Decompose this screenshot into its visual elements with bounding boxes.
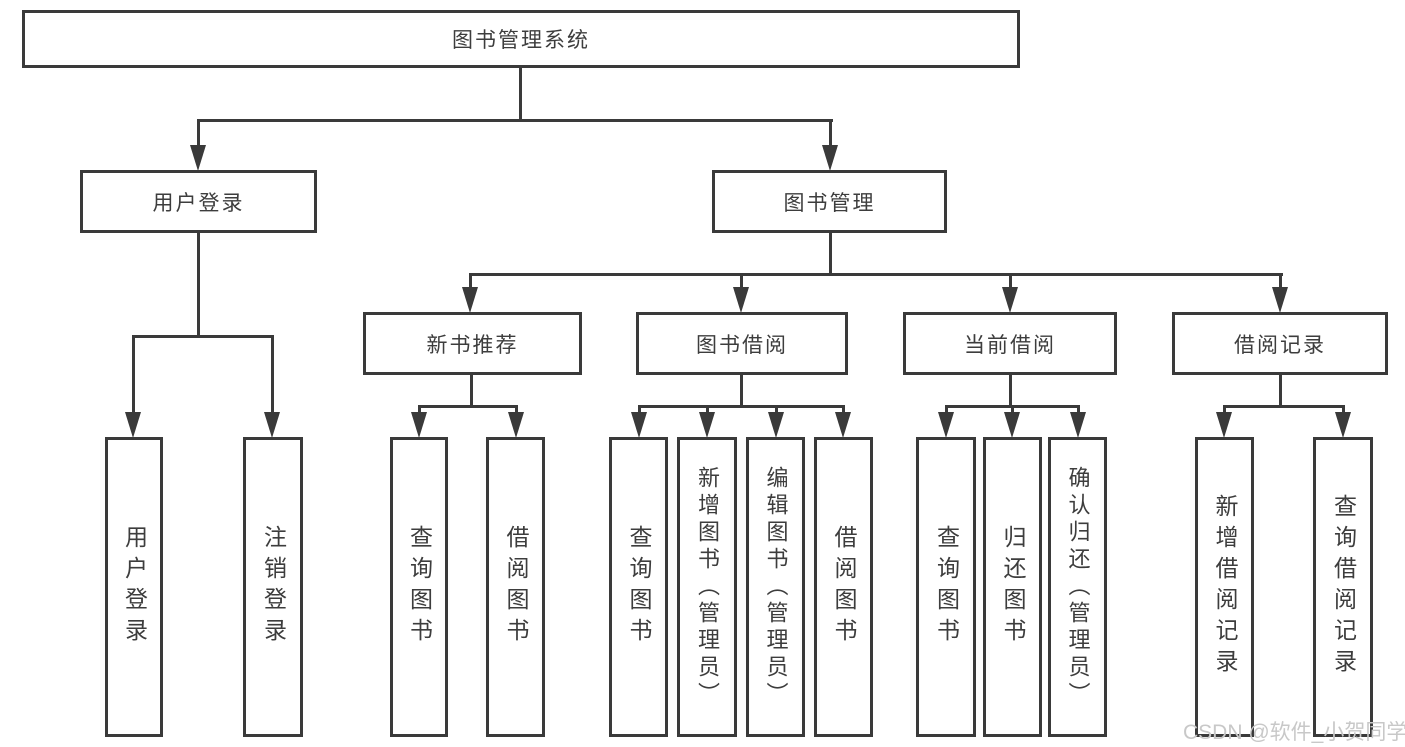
node-library-management-system: 图书管理系统 [22,10,1020,68]
arrow-book-management-icon [822,145,838,171]
arrow-leaf-user-login-icon [125,412,141,438]
arrow-new-book-icon [462,287,478,313]
leaf-br-add-record-label: 新增借阅记录 [1212,494,1238,680]
leaf-logout-login-label: 注销登录 [260,525,287,649]
leaf-cb-query-books: 查询图书 [916,437,976,737]
connector-book-borrow-bar [638,405,845,408]
leaf-br-query-record: 查询借阅记录 [1313,437,1373,737]
leaf-nb-query-books: 查询图书 [390,437,448,737]
leaf-cb-query-books-label: 查询图书 [933,525,960,649]
node-book-management-label: 图书管理 [783,191,876,215]
arrow-leaf-logout-icon [264,412,280,438]
leaf-nb-borrow-books: 借阅图书 [486,437,545,737]
connector-drop-br-query [1342,405,1345,415]
connector-book-management-stem [829,233,832,275]
connector-drop-user-login [197,119,200,149]
connector-root-stem [519,68,522,119]
arrow-current-borrow-icon [1002,287,1018,313]
watermark: CSDN @软件_小贺同学 [1183,721,1405,744]
arrow-bb-query-icon [631,412,647,438]
arrow-bb-edit-icon [768,412,784,438]
arrow-br-query-icon [1335,412,1351,438]
leaf-bb-query-books-label: 查询图书 [626,525,652,649]
leaf-br-query-record-label: 查询借阅记录 [1330,494,1357,680]
node-borrow-records-label: 借阅记录 [1234,333,1326,357]
arrow-borrow-records-icon [1272,287,1288,313]
leaf-bb-query-books: 查询图书 [609,437,668,737]
connector-borrow-records-stem [1279,375,1282,407]
connector-book-management-bar [469,273,1283,276]
leaf-logout-login: 注销登录 [243,437,303,737]
connector-drop-book-management [829,119,832,149]
connector-drop-br-add [1223,405,1226,415]
connector-user-login-stem [197,233,200,335]
node-book-borrowing: 图书借阅 [636,312,848,375]
arrow-bb-add-icon [699,412,715,438]
arrow-nb-query-icon [411,412,427,438]
node-borrow-records: 借阅记录 [1172,312,1388,375]
node-book-borrowing-label: 图书借阅 [696,333,788,357]
connector-drop-nb-borrow [515,405,518,415]
connector-drop-bb-add [706,405,709,415]
leaf-user-login: 用户登录 [105,437,163,737]
connector-new-book-stem [470,375,473,407]
connector-drop-cb-confirm [1077,405,1080,415]
leaf-user-login-label: 用户登录 [121,525,148,649]
node-user-login: 用户登录 [80,170,317,233]
leaf-bb-edit-books-admin-label: 编辑图书（管理员） [763,465,789,709]
connector-drop-bb-borrow [842,405,845,415]
arrow-nb-borrow-icon [508,412,524,438]
connector-drop-nb-query [418,405,421,415]
node-new-book-recommend-label: 新书推荐 [426,333,519,357]
node-new-book-recommend: 新书推荐 [363,312,582,375]
node-library-management-system-label: 图书管理系统 [452,29,590,52]
arrow-cb-query-icon [938,412,954,438]
connector-root-bar [197,119,833,122]
connector-drop-cb-query [945,405,948,415]
connector-new-book-bar [418,405,518,408]
node-current-borrowing: 当前借阅 [903,312,1117,375]
leaf-cb-return-books-label: 归还图书 [1000,525,1026,649]
arrow-user-login-icon [190,145,206,171]
connector-drop-leaf-user-login [132,335,135,415]
leaf-bb-borrow-books: 借阅图书 [814,437,873,737]
leaf-cb-confirm-return-admin: 确认归还（管理员） [1048,437,1107,737]
connector-drop-current-borrow [1009,276,1012,290]
connector-drop-leaf-logout [271,335,274,415]
leaf-cb-return-books: 归还图书 [983,437,1042,737]
arrow-cb-confirm-icon [1070,412,1086,438]
leaf-bb-borrow-books-label: 借阅图书 [831,525,857,649]
arrow-cb-return-icon [1004,412,1020,438]
arrow-bb-borrow-icon [835,412,851,438]
leaf-bb-edit-books-admin: 编辑图书（管理员） [746,437,805,737]
leaf-cb-confirm-return-admin-label: 确认归还（管理员） [1065,465,1091,709]
connector-borrow-records-bar [1223,405,1345,408]
node-book-management: 图书管理 [712,170,947,233]
node-current-borrowing-label: 当前借阅 [964,333,1056,357]
connector-drop-bb-query [638,405,641,415]
leaf-nb-query-books-label: 查询图书 [406,525,433,649]
connector-drop-borrow-records [1279,276,1282,290]
connector-drop-cb-return [1011,405,1014,415]
connector-user-login-bar [132,335,274,338]
connector-book-borrow-stem [740,375,743,407]
connector-drop-bb-edit [775,405,778,415]
connector-current-borrow-stem [1009,375,1012,407]
leaf-br-add-record: 新增借阅记录 [1195,437,1254,737]
connector-drop-book-borrow [740,276,743,290]
leaf-nb-borrow-books-label: 借阅图书 [503,525,529,649]
arrow-book-borrow-icon [733,287,749,313]
connector-drop-new-book [469,276,472,290]
arrow-br-add-icon [1216,412,1232,438]
node-user-login-label: 用户登录 [152,191,245,215]
leaf-bb-add-books-admin: 新增图书（管理员） [677,437,737,737]
leaf-bb-add-books-admin-label: 新增图书（管理员） [695,465,720,709]
